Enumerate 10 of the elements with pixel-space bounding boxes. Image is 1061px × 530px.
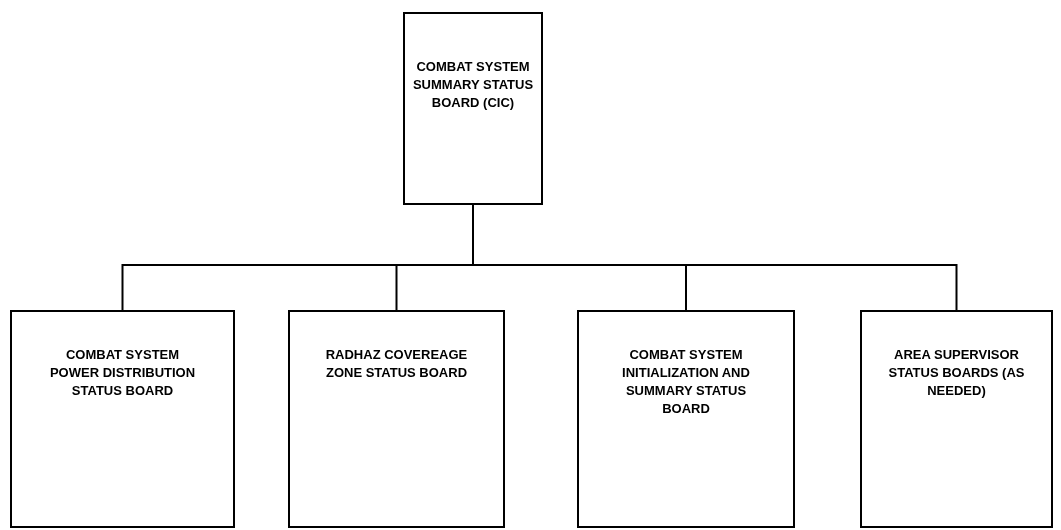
box-label: RADHAZ COVEREAGE ZONE STATUS BOARD: [324, 346, 469, 382]
box-label: COMBAT SYSTEM SUMMARY STATUS BOARD (CIC): [411, 58, 535, 112]
status-board-box: [403, 12, 543, 205]
box-label: COMBAT SYSTEM POWER DISTRIBUTION STATUS BOARD: [48, 346, 197, 400]
status-board-box: [10, 310, 235, 528]
box-label: COMBAT SYSTEM INITIALIZATION AND SUMMARY STATUS BOARD: [621, 346, 751, 418]
status-board-box: [288, 310, 505, 528]
status-board-box: [860, 310, 1053, 528]
status-board-box: [577, 310, 795, 528]
box-label: AREA SUPERVISOR STATUS BOARDS (AS NEEDED): [887, 346, 1026, 400]
